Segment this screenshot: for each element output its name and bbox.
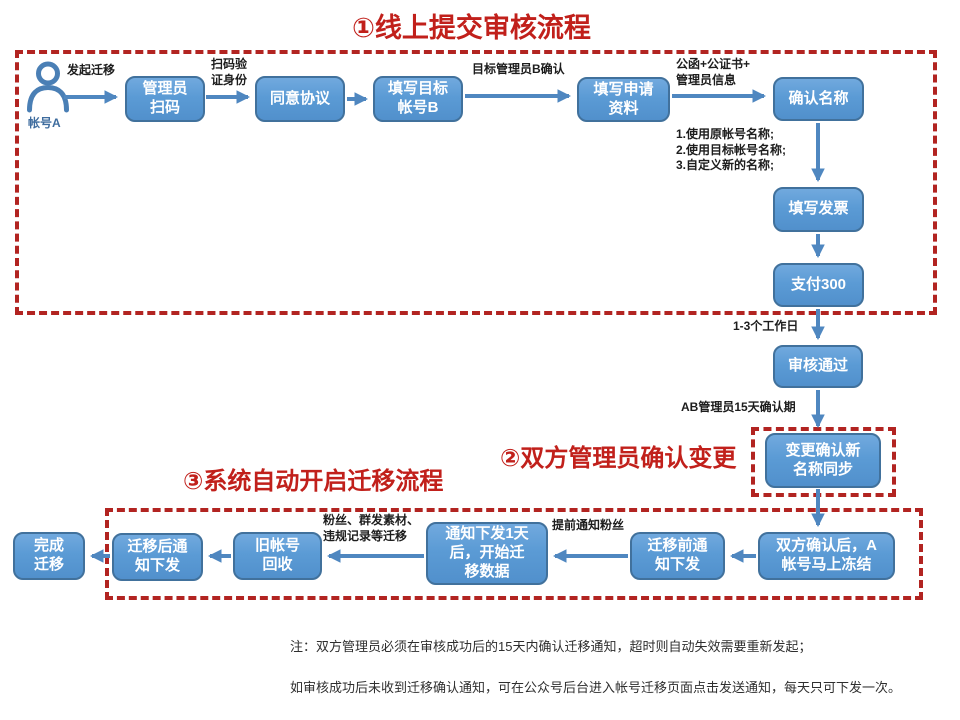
arrow-label-advance-notice: 提前通知粉丝 xyxy=(552,518,625,532)
section-2-boundary xyxy=(751,427,896,497)
arrow-label-scan-verify: 扫码验 证身份 xyxy=(211,57,248,87)
flow-node-agree: 同意协议 xyxy=(255,76,345,122)
flow-node-fill-apply: 填写申请 资料 xyxy=(577,77,670,122)
flow-node-fill-invoice: 填写发票 xyxy=(773,187,864,232)
section-3-title: ③系统自动开启迁移流程 xyxy=(183,468,444,495)
arrow-label-documents: 公函+公证书+ 管理员信息 xyxy=(676,57,751,87)
arrow-label-target-confirm: 目标管理员B确认 xyxy=(472,62,565,76)
section-1-boundary xyxy=(15,50,937,315)
flow-node-done: 完成 迁移 xyxy=(13,532,85,580)
section-1-title: ①线上提交审核流程 xyxy=(352,13,591,43)
flow-node-start-migrate: 通知下发1天 后，开始迁 移数据 xyxy=(426,522,548,585)
arrow-label-confirm-period: AB管理员15天确认期 xyxy=(681,400,796,414)
footnote-line-1: 注：双方管理员必须在审核成功后的15天内确认迁移通知，超时则自动失效需要重新发起… xyxy=(290,638,812,654)
arrow-label-initiate: 发起迁移 xyxy=(67,63,116,77)
flow-node-fill-target: 填写目标 帐号B xyxy=(373,76,463,122)
footnote: 注：双方管理员必须在审核成功后的15天内确认迁移通知，超时则自动失效需要重新发起… xyxy=(290,616,901,720)
flow-node-recycle: 旧帐号 回收 xyxy=(233,532,322,580)
arrow-label-workdays: 1-3个工作日 xyxy=(733,319,799,333)
flow-node-confirm-name: 确认名称 xyxy=(773,77,864,121)
footnote-line-2: 如审核成功后未收到迁移确认通知，可在公众号后台进入帐号迁移页面点击发送通知，每天… xyxy=(290,680,902,696)
flow-node-admin-scan: 管理员 扫码 xyxy=(125,76,205,122)
flow-node-post-notify: 迁移后通 知下发 xyxy=(112,533,203,581)
flow-node-pay-300: 支付300 xyxy=(773,263,864,307)
user-silhouette-icon xyxy=(27,61,69,113)
name-options-note: 1.使用原帐号名称; 2.使用目标帐号名称; 3.自定义新的名称; xyxy=(676,127,787,173)
section-2-title: ②双方管理员确认变更 xyxy=(500,445,737,472)
flow-node-pre-notify: 迁移前通 知下发 xyxy=(630,532,725,580)
arrow-label-migrate-items: 粉丝、群发素材、 违规记录等迁移 xyxy=(323,513,420,543)
flow-node-freeze: 双方确认后，A 帐号马上冻结 xyxy=(758,532,895,580)
flow-node-audit-pass: 审核通过 xyxy=(773,345,863,388)
flow-node-change-confirm: 变更确认新 名称同步 xyxy=(765,433,881,488)
actor-label: 帐号A xyxy=(28,116,61,130)
